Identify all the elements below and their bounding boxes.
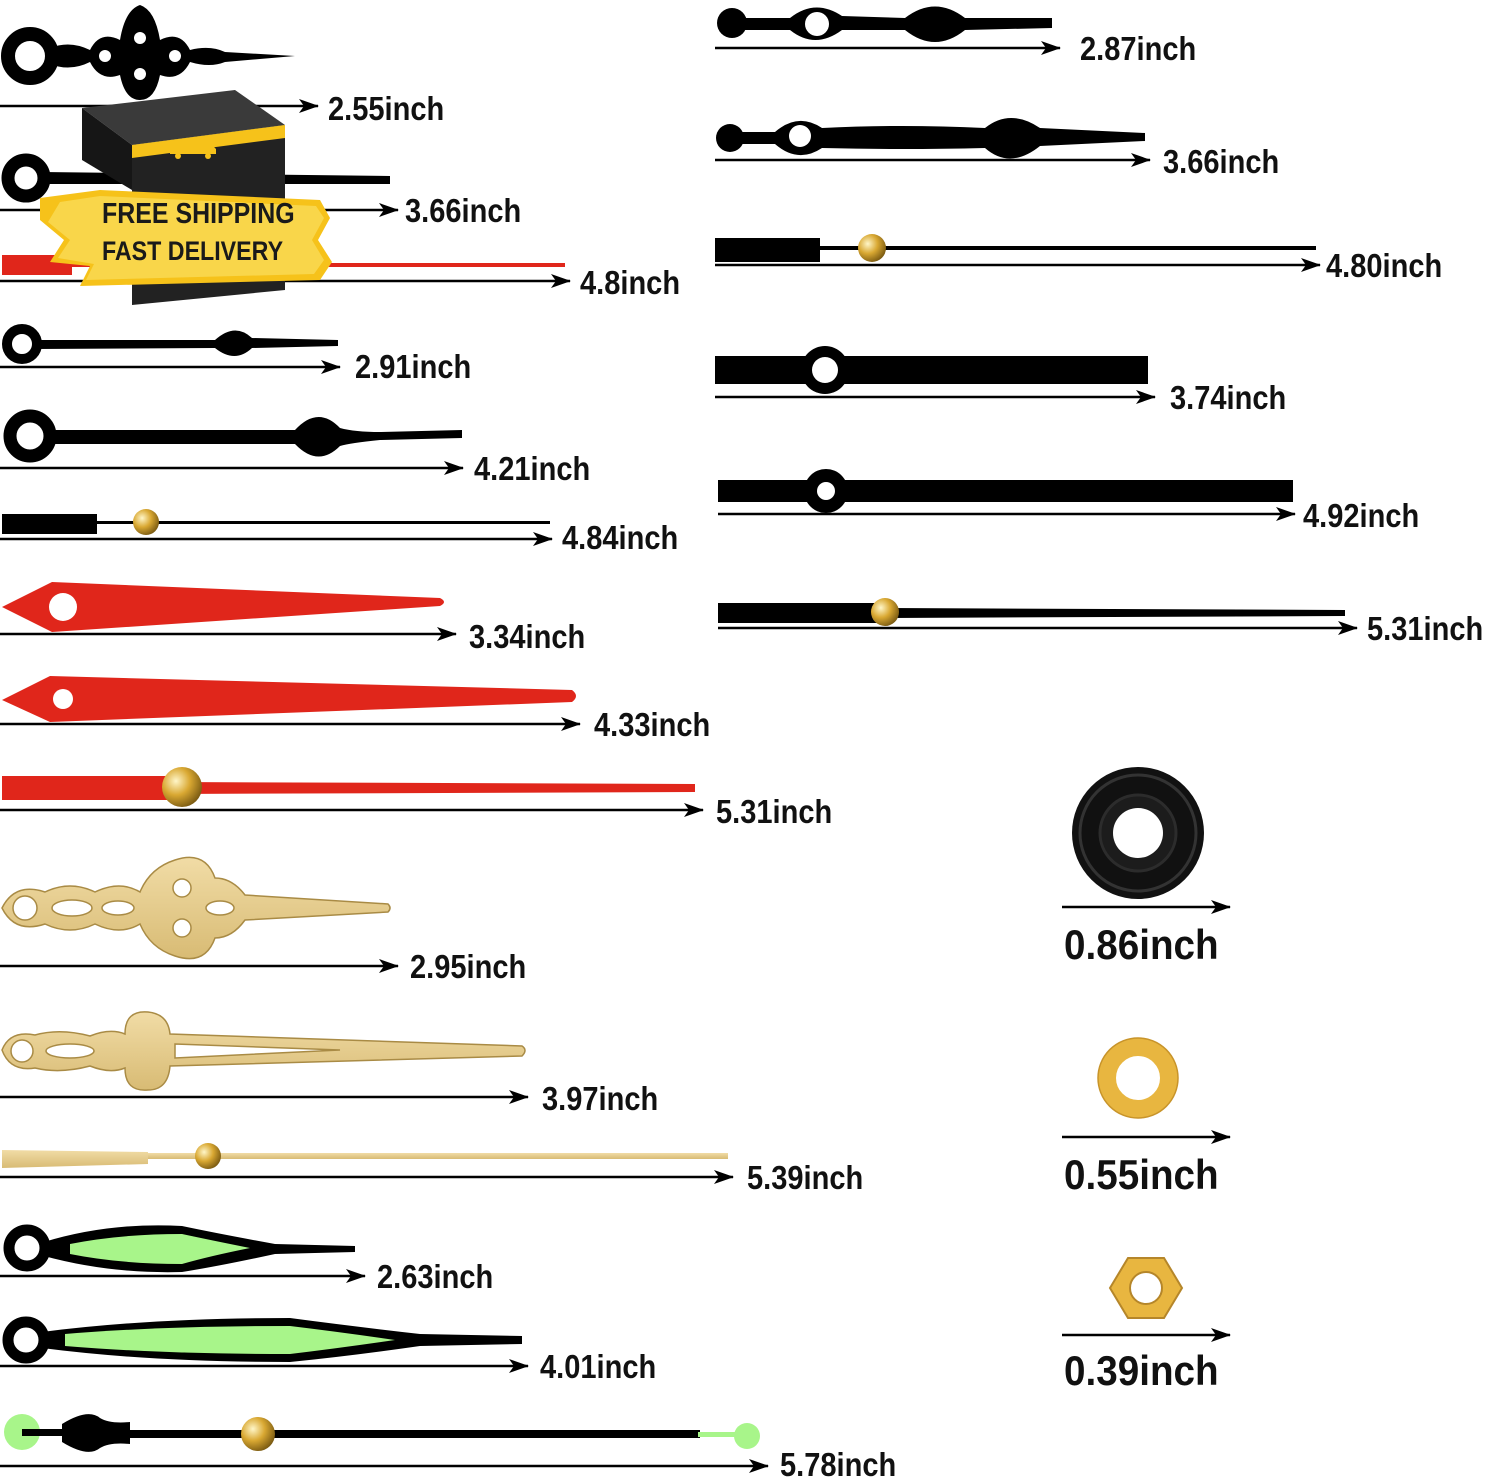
- length-label: 4.8inch: [580, 264, 681, 301]
- hand-luminous-second-5-78: [4, 1414, 760, 1452]
- length-label: 4.01inch: [540, 1348, 657, 1385]
- length-label: 2.95inch: [410, 948, 527, 985]
- hand-spade-black-3-66: [716, 118, 1145, 159]
- hand-second-black-5-31: [718, 598, 1345, 626]
- length-label: 5.31inch: [1367, 610, 1484, 647]
- length-label: 2.91inch: [355, 348, 472, 385]
- length-label: 4.92inch: [1303, 497, 1420, 534]
- hand-dagger-red-3-34: [2, 582, 444, 632]
- length-label: 4.84inch: [562, 519, 679, 556]
- hand-spade-black-2-87: [717, 6, 1052, 42]
- delivery-truck-icon: [152, 140, 216, 159]
- hand-second-black-4-80: [715, 234, 1316, 262]
- hand-spade-black-4-21: [3, 409, 462, 463]
- part-hex-nut: [1108, 1257, 1184, 1319]
- length-label: 0.39inch: [1064, 1347, 1219, 1394]
- hand-bar-black-3-74: [715, 346, 1148, 394]
- hand-ornate-gold-2-95: [1, 856, 391, 960]
- length-label: 3.34inch: [469, 618, 586, 655]
- hand-bar-black-4-92: [718, 469, 1293, 513]
- length-label: 3.97inch: [542, 1080, 659, 1117]
- hand-luminous-4-01: [2, 1316, 522, 1364]
- hand-second-black-4-84: [2, 509, 550, 535]
- length-label: 2.87inch: [1080, 30, 1197, 67]
- length-label: 5.39inch: [747, 1159, 864, 1196]
- part-brass-washer: [1097, 1037, 1179, 1119]
- length-label: 2.55inch: [328, 90, 445, 127]
- length-label: 4.33inch: [594, 706, 711, 743]
- free-shipping-badge: FREE SHIPPING FAST DELIVERY: [40, 90, 340, 305]
- length-label: 5.31inch: [716, 793, 833, 830]
- badge-line-1: FREE SHIPPING: [102, 198, 295, 230]
- hand-luminous-2-63: [3, 1224, 355, 1273]
- length-label: 2.63inch: [377, 1258, 494, 1295]
- hand-spade-black-2-91: [2, 324, 338, 364]
- length-label: 4.80inch: [1326, 247, 1443, 284]
- length-label: 0.55inch: [1064, 1151, 1219, 1198]
- hand-dagger-red-4-33: [2, 676, 576, 722]
- hand-second-red-5-31: [2, 767, 695, 807]
- hand-second-gold-5-39: [2, 1143, 728, 1169]
- length-label: 3.66inch: [405, 192, 522, 229]
- badge-line-2: FAST DELIVERY: [102, 236, 284, 266]
- length-label: 3.66inch: [1163, 143, 1280, 180]
- hand-ornate-black-2-55: [1, 5, 295, 100]
- hand-ornate-gold-3-97: [1, 1011, 526, 1091]
- length-label: 5.78inch: [780, 1446, 897, 1483]
- length-label: 0.86inch: [1064, 921, 1219, 968]
- shipping-box-icon: [40, 90, 332, 305]
- length-label: 3.74inch: [1170, 379, 1287, 416]
- part-rubber-washer: [1072, 767, 1204, 899]
- length-label: 4.21inch: [474, 450, 591, 487]
